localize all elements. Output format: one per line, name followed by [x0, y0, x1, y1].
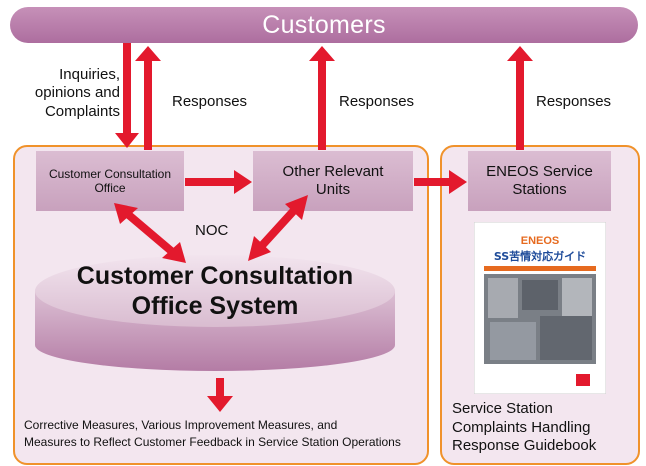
guidebook-caption-line3: Response Guidebook	[452, 437, 597, 455]
noc-arrow-right-bottom	[248, 236, 271, 261]
noc-arrow-left-top	[114, 203, 138, 224]
customers-bar: Customers	[10, 7, 638, 43]
noc-label: NOC	[195, 222, 229, 239]
other-relevant-units-line1: Other Relevant	[282, 163, 384, 180]
customer-consultation-office-line2: Office	[94, 181, 126, 195]
responses-arrow-1	[135, 46, 161, 150]
units-to-eneos-arrow	[414, 170, 467, 194]
customers-label: Customers	[262, 10, 386, 39]
outcome-text: Corrective Measures, Various Improvement…	[24, 417, 424, 452]
guidebook-caption-line1: Service Station	[452, 400, 553, 417]
responses-arrow-2	[309, 46, 335, 150]
eneos-service-stations-line2: Stations	[512, 181, 567, 198]
inquiries-line2: opinions and	[34, 84, 120, 102]
guidebook-caption-line2: Complaints Handling	[452, 418, 591, 436]
system-title-line1: Customer Consultation	[76, 262, 354, 290]
eneos-service-stations-line1: ENEOS Service	[486, 163, 593, 180]
svg-text:ENEOS: ENEOS	[521, 235, 560, 247]
noc-arrow-left-bottom	[162, 242, 186, 263]
office-to-units-arrow	[185, 170, 252, 194]
outcome-arrow	[207, 378, 233, 412]
guidebook-caption: Service Station Complaints Handling Resp…	[452, 400, 637, 456]
responses-label-1: Responses	[172, 93, 248, 110]
inquiries-line1: Inquiries,	[59, 66, 120, 83]
customer-consultation-office-box: Customer Consultation Office	[36, 151, 184, 211]
eneos-service-stations-box: ENEOS Service Stations	[468, 151, 611, 211]
responses-label-3: Responses	[536, 93, 612, 110]
system-title-line2: Office System	[131, 292, 299, 320]
responses-arrow-3	[507, 46, 533, 150]
other-relevant-units-line2: Units	[315, 181, 351, 198]
system-title: Customer Consultation Office System	[35, 261, 395, 321]
inquiries-label: Inquiries, opinions and Complaints	[20, 66, 120, 121]
inquiries-line3: Complaints	[44, 102, 120, 120]
outcome-line1: Corrective Measures, Various Improvement…	[24, 418, 338, 432]
other-relevant-units-box: Other Relevant Units	[253, 151, 413, 211]
inquiries-arrow	[115, 43, 139, 148]
guidebook-cover-image: ENEOS SS苦情対応ガイド	[474, 222, 606, 394]
svg-text:SS苦情対応ガイド: SS苦情対応ガイド	[494, 249, 586, 263]
responses-label-2: Responses	[339, 93, 415, 110]
outcome-line2: Measures to Reflect Customer Feedback in…	[24, 435, 401, 450]
noc-arrow-right-top	[285, 195, 308, 220]
customer-consultation-office-line1: Customer Consultation	[48, 166, 172, 181]
